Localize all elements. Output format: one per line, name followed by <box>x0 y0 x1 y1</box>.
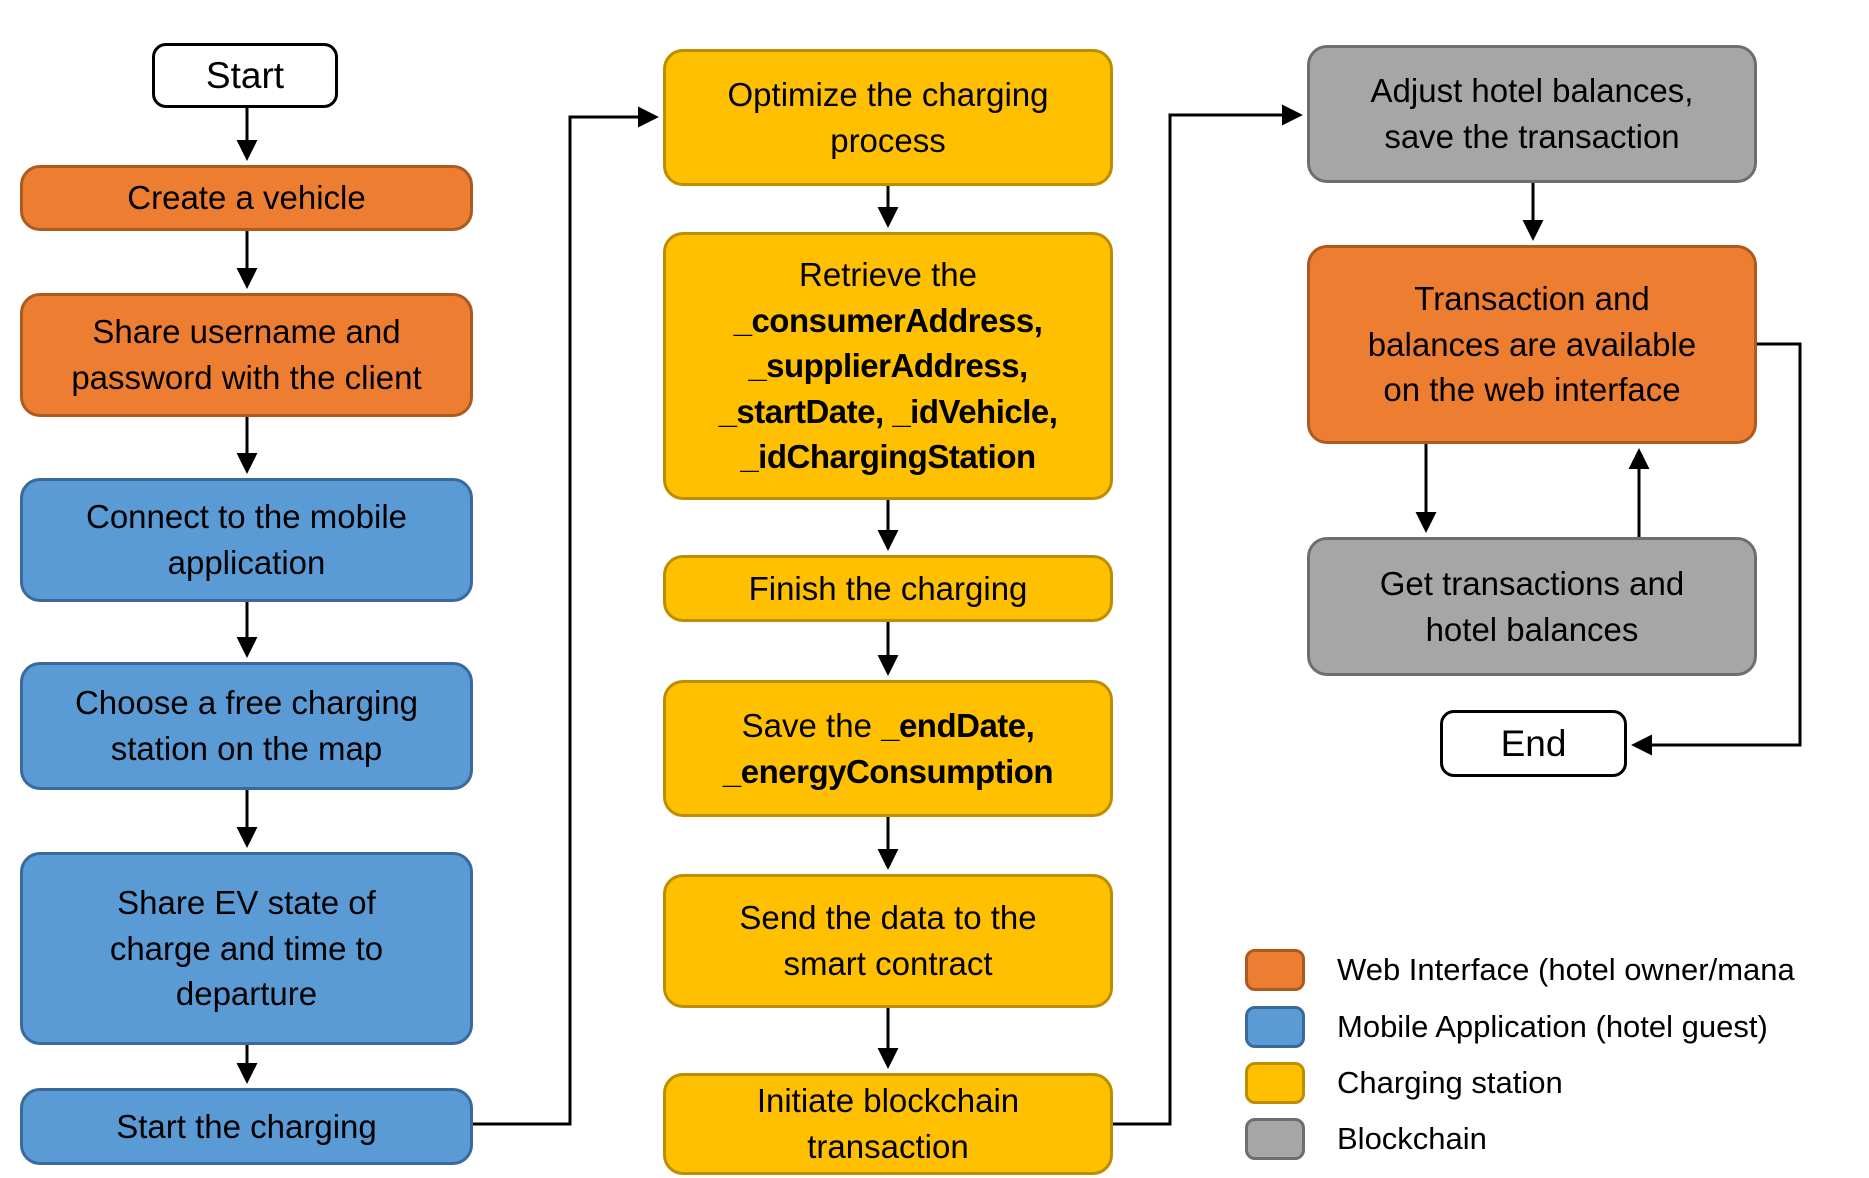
node-send-data: Send the data to the smart contract <box>663 874 1113 1008</box>
node-save: Save the _endDate, _energyConsumption <box>663 680 1113 817</box>
legend-item-charging-station: Charging station <box>1245 1062 1563 1104</box>
node-create-vehicle: Create a vehicle <box>20 165 473 231</box>
legend-swatch-mobile-application <box>1245 1006 1305 1048</box>
node-get-tx: Get transactions and hotel balances <box>1307 537 1757 676</box>
node-share-ev-state: Share EV state of charge and time to dep… <box>20 852 473 1045</box>
legend-item-web-interface: Web Interface (hotel owner/mana <box>1245 949 1795 991</box>
node-tx-available: Transaction and balances are available o… <box>1307 245 1757 444</box>
node-connect-mobile: Connect to the mobile application <box>20 478 473 602</box>
node-retrieve: Retrieve the _consumerAddress, _supplier… <box>663 232 1113 500</box>
legend-swatch-blockchain <box>1245 1118 1305 1160</box>
legend-swatch-web-interface <box>1245 949 1305 991</box>
legend-swatch-charging-station <box>1245 1062 1305 1104</box>
node-optimize: Optimize the charging process <box>663 49 1113 186</box>
node-adjust-balances: Adjust hotel balances, save the transact… <box>1307 45 1757 183</box>
node-choose-station: Choose a free charging station on the ma… <box>20 662 473 790</box>
node-finish: Finish the charging <box>663 555 1113 622</box>
edge-startcharging-optimize <box>473 106 659 1126</box>
node-initiate-tx: Initiate blockchain transaction <box>663 1073 1113 1175</box>
node-start: Start <box>152 43 338 108</box>
legend-item-blockchain: Blockchain <box>1245 1118 1487 1160</box>
legend-item-mobile-application: Mobile Application (hotel guest) <box>1245 1006 1768 1048</box>
edge-initiate-adjust <box>1113 104 1303 1126</box>
node-end: End <box>1440 710 1627 777</box>
node-share-credentials: Share username and password with the cli… <box>20 293 473 417</box>
node-start-charging: Start the charging <box>20 1088 473 1165</box>
edge-txavailable-end <box>1631 342 1802 756</box>
